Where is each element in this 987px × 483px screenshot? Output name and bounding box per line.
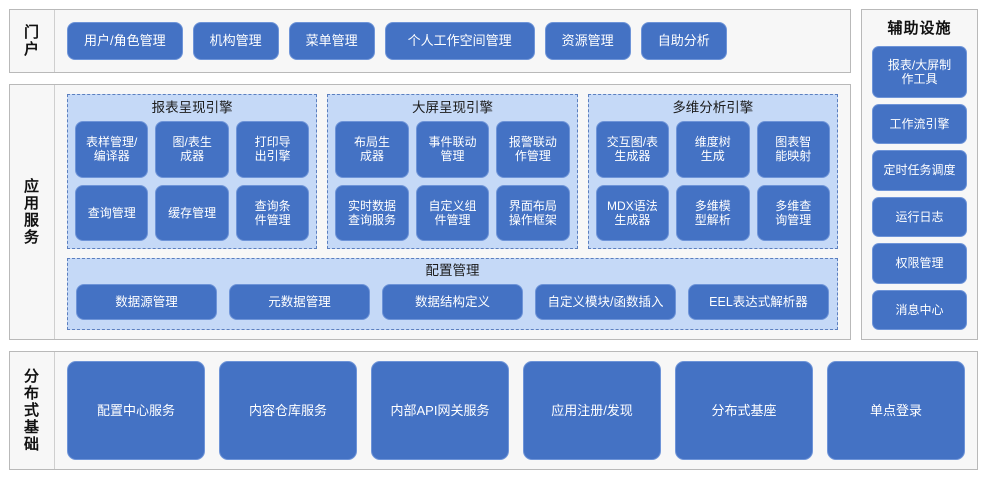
engine-item-multidimensional-model-parsing[interactable]: 多维模 型解析	[676, 184, 750, 241]
config-item-datasource-management[interactable]: 数据源管理	[76, 284, 217, 320]
engine-multidimensional-analysis-grid: 交互图/表 生成器 维度树 生成 图表智 能映射 MDX语法 生成器 多维模 型…	[595, 121, 830, 241]
engines-row: 报表呈现引擎 表样管理/ 编译器 图/表生 成器 打印导 出引擎 查询管理 缓存…	[67, 94, 838, 249]
engine-item-layout-generator[interactable]: 布局生 成器	[335, 121, 409, 178]
application-services-section: 应用服务 报表呈现引擎 表样管理/ 编译器 图/表生 成器 打印导 出引擎 查询…	[9, 84, 851, 340]
distributed-foundation-section: 分布式基础 配置中心服务 内容仓库服务 内部API网关服务 应用注册/发现 分布…	[9, 351, 978, 470]
engine-multidimensional-analysis-title: 多维分析引擎	[672, 100, 754, 115]
aux-item-scheduled-task-scheduling[interactable]: 定时任务调度	[872, 150, 967, 191]
engine-item-multidimensional-query-management[interactable]: 多维查 询管理	[756, 184, 830, 241]
left-stack: 门户 用户/角色管理 机构管理 菜单管理 个人工作空间管理 资源管理 自助分析 …	[9, 9, 851, 340]
dist-item-config-center-service[interactable]: 配置中心服务	[67, 361, 205, 460]
engine-item-interactive-chart-table-generator[interactable]: 交互图/表 生成器	[595, 121, 670, 178]
dist-item-internal-api-gateway-service[interactable]: 内部API网关服务	[371, 361, 509, 460]
engine-item-alarm-linkage-action-management[interactable]: 报警联动 作管理	[496, 121, 570, 178]
config-item-data-structure-definition[interactable]: 数据结构定义	[382, 284, 523, 320]
engine-item-event-linkage-management[interactable]: 事件联动 管理	[415, 121, 490, 178]
engine-report-rendering-title: 报表呈现引擎	[151, 100, 233, 115]
application-services-section-label: 应用服务	[10, 85, 55, 339]
engine-report-rendering: 报表呈现引擎 表样管理/ 编译器 图/表生 成器 打印导 出引擎 查询管理 缓存…	[67, 94, 318, 249]
dist-item-distributed-base[interactable]: 分布式基座	[675, 361, 813, 460]
engine-item-mdx-syntax-generator[interactable]: MDX语法 生成器	[595, 184, 670, 241]
aux-item-permission-management[interactable]: 权限管理	[872, 243, 967, 284]
dist-item-content-repository-service[interactable]: 内容仓库服务	[219, 361, 357, 460]
auxiliary-facilities-items: 报表/大屏制 作工具 工作流引擎 定时任务调度 运行日志 权限管理 消息中心	[872, 46, 967, 330]
engine-item-realtime-data-query-service[interactable]: 实时数据 查询服务	[335, 184, 409, 241]
portal-item-organization-management[interactable]: 机构管理	[192, 22, 279, 60]
portal-section-label: 门户	[10, 10, 55, 72]
config-item-eel-expression-parser[interactable]: EEL表达式解析器	[688, 284, 829, 320]
engine-item-print-export-engine[interactable]: 打印导 出引擎	[235, 121, 310, 178]
config-item-metadata-management[interactable]: 元数据管理	[229, 284, 370, 320]
aux-item-report-bigscreen-authoring-tool[interactable]: 报表/大屏制 作工具	[872, 46, 967, 98]
engine-bigscreen-rendering-title: 大屏呈现引擎	[411, 100, 493, 115]
configuration-management-panel: 配置管理 数据源管理 元数据管理 数据结构定义 自定义模块/函数插入 EEL表达…	[67, 257, 838, 330]
dist-item-app-registration-discovery[interactable]: 应用注册/发现	[523, 361, 661, 460]
portal-item-resource-management[interactable]: 资源管理	[544, 22, 631, 60]
aux-item-message-center[interactable]: 消息中心	[872, 289, 967, 330]
distributed-foundation-section-label: 分布式基础	[10, 352, 55, 469]
engine-item-chart-table-generator[interactable]: 图/表生 成器	[155, 121, 229, 178]
dist-item-single-sign-on[interactable]: 单点登录	[827, 361, 965, 460]
portal-item-menu-management[interactable]: 菜单管理	[288, 22, 375, 60]
engine-item-query-condition-management[interactable]: 查询条 件管理	[235, 184, 310, 241]
engine-report-rendering-grid: 表样管理/ 编译器 图/表生 成器 打印导 出引擎 查询管理 缓存管理 查询条 …	[75, 121, 310, 241]
engine-item-ui-layout-operation-framework[interactable]: 界面布局 操作框架	[496, 184, 570, 241]
portal-section: 门户 用户/角色管理 机构管理 菜单管理 个人工作空间管理 资源管理 自助分析	[9, 9, 851, 73]
distributed-foundation-label-text: 分布式基础	[23, 367, 40, 454]
engine-item-chart-intelligent-mapping[interactable]: 图表智 能映射	[756, 121, 830, 178]
portal-label-text: 门户	[23, 23, 40, 58]
config-item-custom-module-function-insertion[interactable]: 自定义模块/函数插入	[535, 284, 676, 320]
engine-item-dimension-tree-generation[interactable]: 维度树 生成	[676, 121, 750, 178]
configuration-management-title: 配置管理	[425, 262, 480, 278]
aux-item-workflow-engine[interactable]: 工作流引擎	[872, 103, 967, 145]
configuration-management-items: 数据源管理 元数据管理 数据结构定义 自定义模块/函数插入 EEL表达式解析器	[76, 284, 829, 320]
application-services-body: 报表呈现引擎 表样管理/ 编译器 图/表生 成器 打印导 出引擎 查询管理 缓存…	[55, 85, 850, 339]
application-services-label-text: 应用服务	[23, 177, 40, 247]
portal-item-user-role-management[interactable]: 用户/角色管理	[67, 22, 183, 60]
engine-item-template-management-compiler[interactable]: 表样管理/ 编译器	[75, 121, 149, 178]
top-region: 门户 用户/角色管理 机构管理 菜单管理 个人工作空间管理 资源管理 自助分析 …	[9, 9, 978, 340]
engine-item-cache-management[interactable]: 缓存管理	[155, 184, 229, 241]
engine-item-custom-component-management[interactable]: 自定义组 件管理	[415, 184, 490, 241]
engine-item-query-management[interactable]: 查询管理	[75, 184, 149, 241]
portal-items: 用户/角色管理 机构管理 菜单管理 个人工作空间管理 资源管理 自助分析	[55, 10, 850, 72]
portal-item-personal-workspace-management[interactable]: 个人工作空间管理	[384, 22, 535, 60]
distributed-foundation-items: 配置中心服务 内容仓库服务 内部API网关服务 应用注册/发现 分布式基座 单点…	[55, 352, 977, 469]
portal-item-self-service-analysis[interactable]: 自助分析	[640, 22, 727, 60]
engine-multidimensional-analysis: 多维分析引擎 交互图/表 生成器 维度树 生成 图表智 能映射 MDX语法 生成…	[587, 94, 838, 249]
aux-item-runtime-log[interactable]: 运行日志	[872, 196, 967, 238]
auxiliary-facilities-section: 辅助设施 报表/大屏制 作工具 工作流引擎 定时任务调度 运行日志 权限管理 消…	[861, 9, 978, 340]
auxiliary-facilities-title: 辅助设施	[887, 20, 952, 37]
engine-bigscreen-rendering-grid: 布局生 成器 事件联动 管理 报警联动 作管理 实时数据 查询服务 自定义组 件…	[335, 121, 570, 241]
engine-bigscreen-rendering: 大屏呈现引擎 布局生 成器 事件联动 管理 报警联动 作管理 实时数据 查询服务…	[327, 94, 578, 249]
